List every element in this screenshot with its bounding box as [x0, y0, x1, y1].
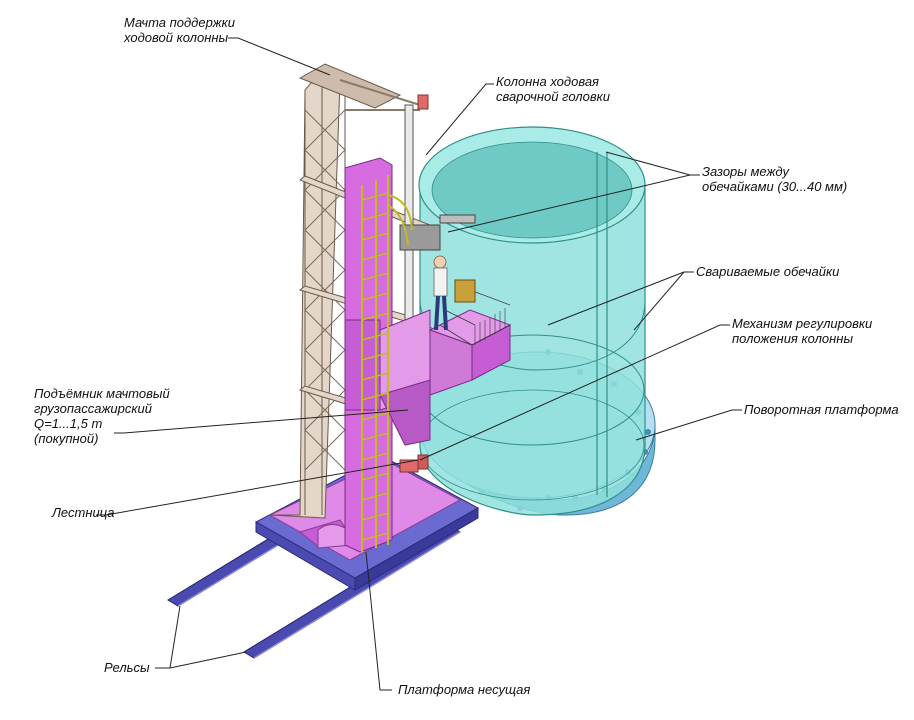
label-welding-head-column: Колонна ходовая сварочной головки: [496, 74, 610, 104]
label-rails: Рельсы: [104, 660, 150, 675]
label-carrying-platform: Платформа несущая: [398, 682, 531, 697]
welded-shells: [418, 126, 646, 516]
label-rotary-platform: Поворотная платформа: [744, 402, 899, 417]
leader-lines: [96, 37, 742, 691]
ladder: [361, 175, 413, 552]
mast-lift: [344, 157, 431, 553]
column-adjustment-mechanism: [399, 454, 429, 473]
label-ladder: Лестница: [52, 505, 115, 520]
label-mast: Мачта поддержки ходовой колонны: [124, 15, 235, 45]
label-mast-lift: Подъёмник мачтовый грузопассажирский Q=1…: [34, 386, 170, 446]
operator-platform: [428, 289, 512, 396]
label-welded-shells: Свариваемые обечайки: [696, 264, 840, 279]
label-column-mechanism: Механизм регулировки положения колонны: [732, 316, 873, 346]
operator-figure: [433, 255, 476, 331]
label-shell-gaps: Зазоры между обечайками (30...40 мм): [702, 164, 848, 194]
